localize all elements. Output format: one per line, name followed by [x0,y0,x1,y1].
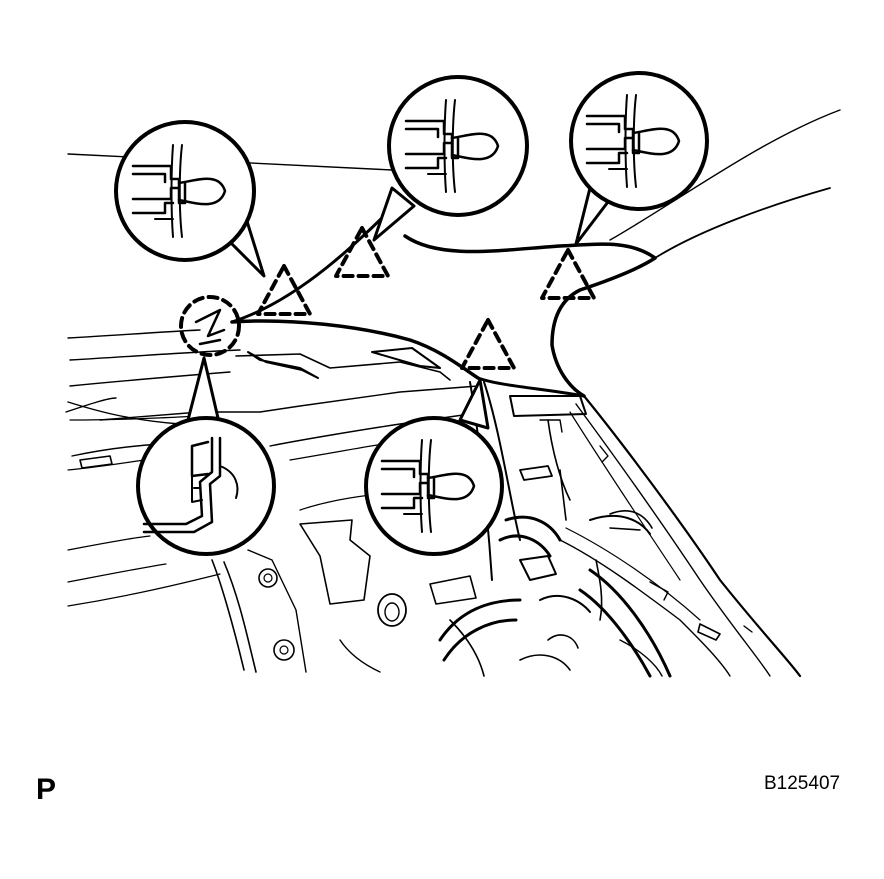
clip-detail-center-upper [372,75,529,242]
page-marker: P [36,773,57,806]
clip-detail-right-upper [569,71,709,246]
claw-detail-left-lower [136,356,276,556]
clip-marker-3 [540,248,596,300]
clip-marker-2 [334,226,390,278]
clip-marker-1 [256,264,312,316]
claw-marker-inner [194,308,226,346]
clip-detail-center-lower [364,378,504,556]
figure-id: B125407 [764,773,841,794]
clip-marker-4 [460,318,516,370]
claw-marker [179,295,241,357]
clip-detail-left-upper [114,120,266,278]
